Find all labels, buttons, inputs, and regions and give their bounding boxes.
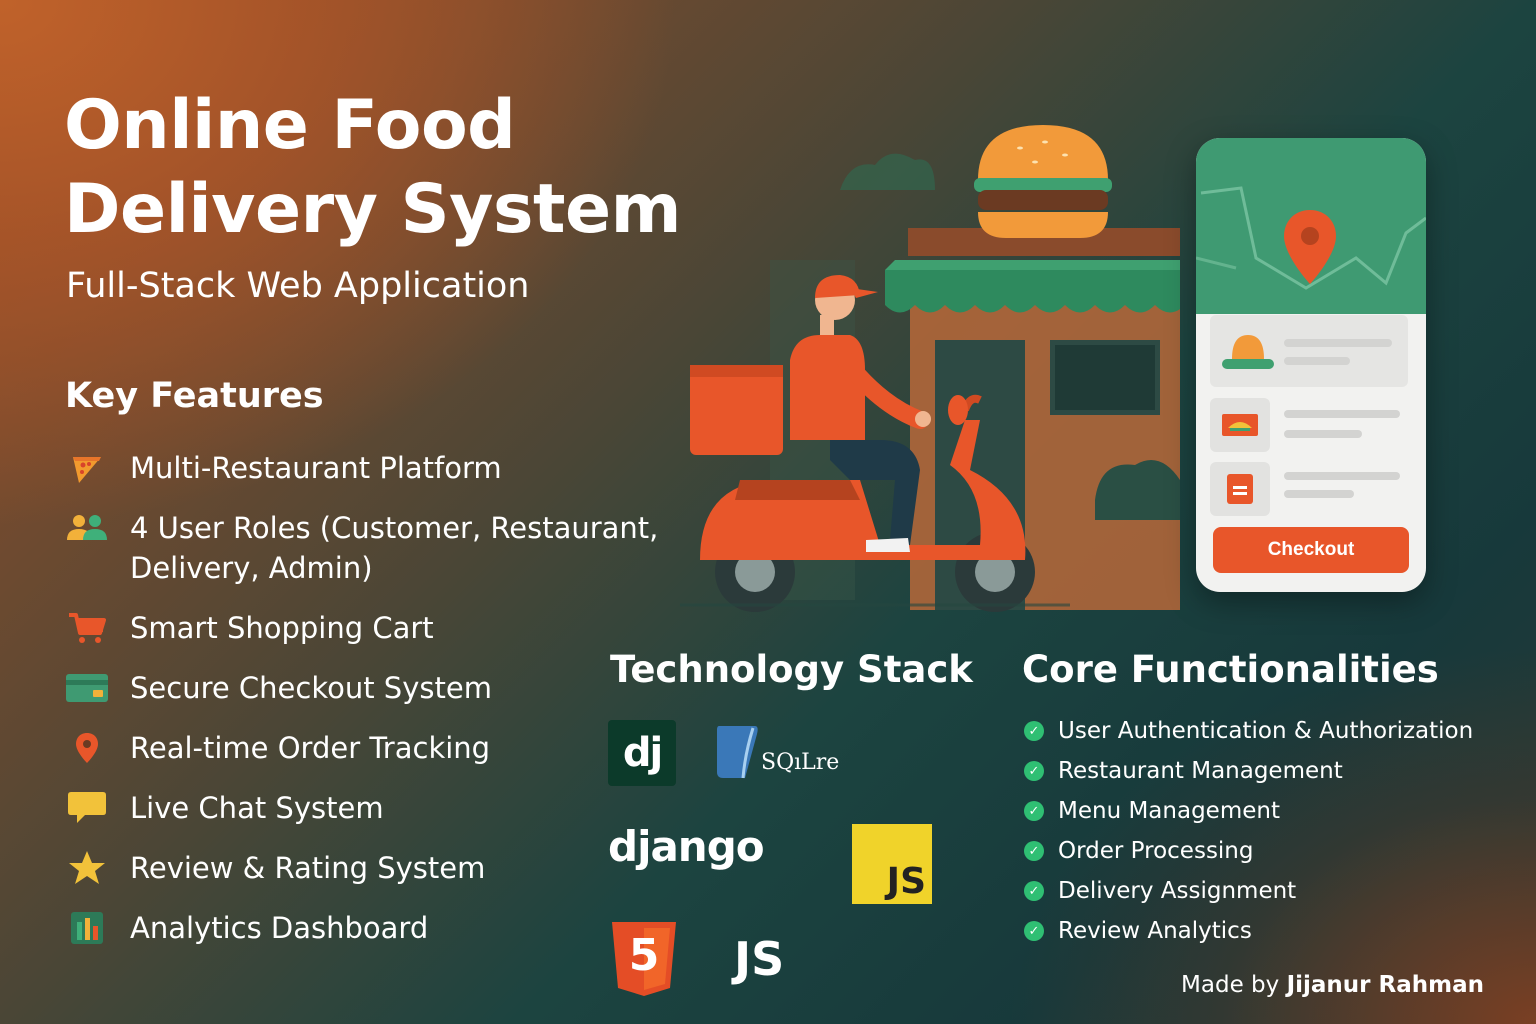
delivery-illustration: [680, 125, 1180, 612]
check-icon: ✓: [1024, 881, 1044, 901]
chat-bubble-icon: [64, 788, 110, 828]
core-item: ✓ Delivery Assignment: [1024, 878, 1296, 904]
feature-item: Live Chat System: [64, 788, 670, 828]
html5-shield-icon: [612, 922, 676, 996]
made-by-credit: Made by Jijanur Rahman: [1181, 972, 1484, 998]
core-item-label: Order Processing: [1058, 838, 1254, 864]
pizza-icon: [64, 448, 110, 488]
restaurant-card[interactable]: [1210, 315, 1408, 387]
cart-icon: [64, 608, 110, 648]
check-icon: ✓: [1024, 921, 1044, 941]
core-item: ✓ Restaurant Management: [1024, 758, 1343, 784]
feature-item: 4 User Roles (Customer, Restaurant, Deli…: [64, 508, 670, 588]
feature-label: Multi-Restaurant Platform: [130, 451, 502, 485]
check-icon: ✓: [1024, 721, 1044, 741]
dish-icon: [1222, 335, 1274, 369]
core-item: ✓ Review Analytics: [1024, 918, 1252, 944]
sqlite-logo-text: SQıLre: [761, 750, 840, 775]
feature-label: Real-time Order Tracking: [130, 731, 491, 765]
location-pin-icon: [1284, 210, 1336, 284]
tech-stack-heading: Technology Stack: [610, 648, 973, 691]
page-subtitle: Full-Stack Web Application: [66, 266, 530, 306]
feature-label: 4 User Roles (Customer, Restaurant, Deli…: [130, 511, 659, 585]
javascript-badge: JS: [852, 824, 932, 904]
core-item: ✓ User Authentication & Authorization: [1024, 718, 1473, 744]
food-icon: [1222, 414, 1258, 436]
dj-logo-text: dj: [622, 730, 663, 776]
phone-mockup: Checkout: [1196, 138, 1426, 592]
map-view: [1196, 138, 1426, 314]
check-icon: ✓: [1024, 841, 1044, 861]
feather-icon: [717, 726, 758, 779]
core-functionalities-heading: Core Functionalities: [1022, 648, 1439, 691]
feature-label: Analytics Dashboard: [130, 911, 429, 945]
feature-label: Smart Shopping Cart: [130, 611, 434, 645]
core-item-label: Delivery Assignment: [1058, 878, 1297, 904]
django-logo: django: [608, 822, 765, 871]
core-item-label: Review Analytics: [1058, 918, 1252, 944]
core-item-label: User Authentication & Authorization: [1058, 718, 1474, 744]
dj-logo: dj: [608, 720, 676, 786]
core-item: ✓ Menu Management: [1024, 798, 1280, 824]
star-icon: [64, 848, 110, 888]
sqlite-logo: SQıLre: [715, 724, 855, 784]
credit-card-icon: [64, 668, 110, 708]
menu-item-card[interactable]: [1210, 462, 1270, 516]
check-icon: ✓: [1024, 801, 1044, 821]
feature-item: Real-time Order Tracking: [64, 728, 670, 768]
feature-label: Secure Checkout System: [130, 671, 492, 705]
author-name: Jijanur Rahman: [1286, 972, 1484, 998]
javascript-text-logo: JS: [734, 932, 784, 986]
feature-item: Multi-Restaurant Platform: [64, 448, 670, 488]
drink-icon: [1227, 474, 1253, 504]
core-item-label: Menu Management: [1058, 798, 1280, 824]
feature-label: Review & Rating System: [130, 851, 486, 885]
menu-item-card[interactable]: [1210, 398, 1270, 452]
checkout-button[interactable]: Checkout: [1213, 527, 1409, 573]
core-item-label: Restaurant Management: [1058, 758, 1343, 784]
users-icon: [64, 508, 110, 548]
feature-label: Live Chat System: [130, 791, 384, 825]
django-logo-text: django: [608, 822, 765, 871]
html5-logo: 5: [610, 920, 678, 1002]
check-icon: ✓: [1024, 761, 1044, 781]
key-features-heading: Key Features: [65, 376, 324, 416]
javascript-text: JS: [734, 932, 785, 986]
javascript-badge-text: JS: [886, 861, 926, 902]
bar-chart-icon: [64, 908, 110, 948]
feature-item: Secure Checkout System: [64, 668, 670, 708]
made-by-prefix: Made by: [1181, 972, 1287, 998]
page-title: Online Food Delivery System: [64, 86, 681, 249]
location-pin-icon: [64, 728, 110, 768]
feature-item: Analytics Dashboard: [64, 908, 670, 948]
feature-item: Smart Shopping Cart: [64, 608, 670, 648]
core-item: ✓ Order Processing: [1024, 838, 1254, 864]
feature-item: Review & Rating System: [64, 848, 670, 888]
html5-logo-text: 5: [628, 930, 660, 981]
